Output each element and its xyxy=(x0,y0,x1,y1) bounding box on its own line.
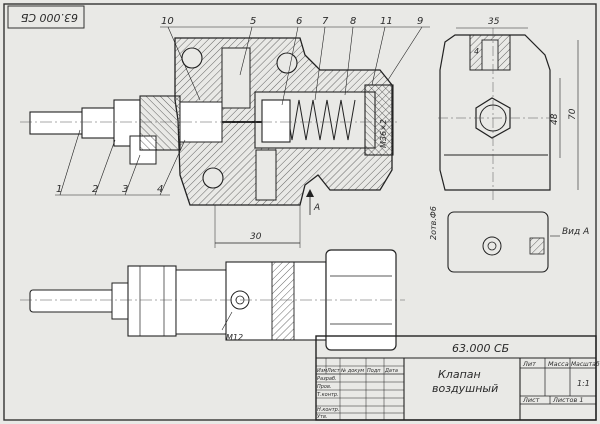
callout-9: 9 xyxy=(417,16,423,27)
dim-35: 35 xyxy=(488,17,500,27)
outlet-channel xyxy=(255,149,277,201)
m12-label: М12 xyxy=(226,333,243,342)
title-block-text: 63.000 СБ Клапан воздушный Лит Масса Мас… xyxy=(317,342,600,420)
title-line-2: воздушный xyxy=(432,382,498,395)
row-date: Дата xyxy=(384,368,398,374)
title-line-1: Клапан xyxy=(438,368,481,381)
row-doc: № докум xyxy=(340,368,364,374)
holes-label: 2отв.Ф6 xyxy=(429,206,438,240)
dim-4: 4 xyxy=(474,47,479,56)
cap-nut xyxy=(364,84,394,156)
callout-6: 6 xyxy=(296,16,302,27)
mount-hole-top xyxy=(181,47,203,69)
gland xyxy=(139,95,181,151)
view-a-label: Вид А xyxy=(562,227,589,237)
person-check: Пров. xyxy=(317,384,332,390)
spring xyxy=(284,99,356,141)
arrow-a-label: А xyxy=(313,203,320,213)
hex-nut xyxy=(475,97,511,139)
callout-5: 5 xyxy=(250,16,256,27)
person-dev: Разраб. xyxy=(317,376,337,382)
sheets-label: Листов 1 xyxy=(552,396,583,404)
col-scale: Масштаб xyxy=(571,361,600,368)
thread-label: М36×2 xyxy=(379,119,388,148)
sheet-label: Лист xyxy=(522,396,540,404)
person-tcontrol: Т.контр. xyxy=(317,392,339,398)
inlet-channel xyxy=(221,47,251,109)
title-block xyxy=(315,335,597,421)
piston xyxy=(261,99,291,143)
side-view: 35 48 70 4 2отв.Ф6 xyxy=(429,17,579,240)
mount-hole-right xyxy=(276,52,298,74)
callout-4: 4 xyxy=(157,184,163,195)
callouts: 1 2 3 4 5 6 7 8 9 10 11 xyxy=(55,16,430,196)
callout-3: 3 xyxy=(122,184,128,195)
col-mass: Масса xyxy=(548,360,569,368)
callout-11: 11 xyxy=(380,16,393,27)
dim-30: 30 xyxy=(250,232,262,242)
callout-8: 8 xyxy=(350,16,356,27)
section-view: 30 М36×2 А xyxy=(20,37,400,248)
row-sign: Подп xyxy=(367,368,381,374)
view-a: Вид А xyxy=(447,211,589,273)
fitting-nut xyxy=(81,107,117,139)
callout-10: 10 xyxy=(161,16,174,27)
corner-stamp: 63.000 СБ xyxy=(7,5,85,29)
top-view: М12 xyxy=(20,249,405,351)
dim-70: 70 xyxy=(568,108,578,120)
drawing-code: 63.000 СБ xyxy=(452,342,509,355)
callout-7: 7 xyxy=(322,16,329,27)
callout-2: 2 xyxy=(92,184,98,195)
corner-code: 63.000 СБ xyxy=(21,11,78,24)
outer-frame xyxy=(3,3,597,421)
callout-1: 1 xyxy=(56,184,62,195)
scale-value: 1:1 xyxy=(577,379,590,388)
row-list: Лист xyxy=(326,368,341,374)
dim-48: 48 xyxy=(550,113,560,125)
mount-hole-bottom xyxy=(202,167,224,189)
person-approve: Утв. xyxy=(317,414,328,420)
col-lit: Лит xyxy=(522,360,536,368)
person-ncontrol: Н.контр. xyxy=(317,407,339,413)
row-izm: Изм xyxy=(317,368,327,374)
